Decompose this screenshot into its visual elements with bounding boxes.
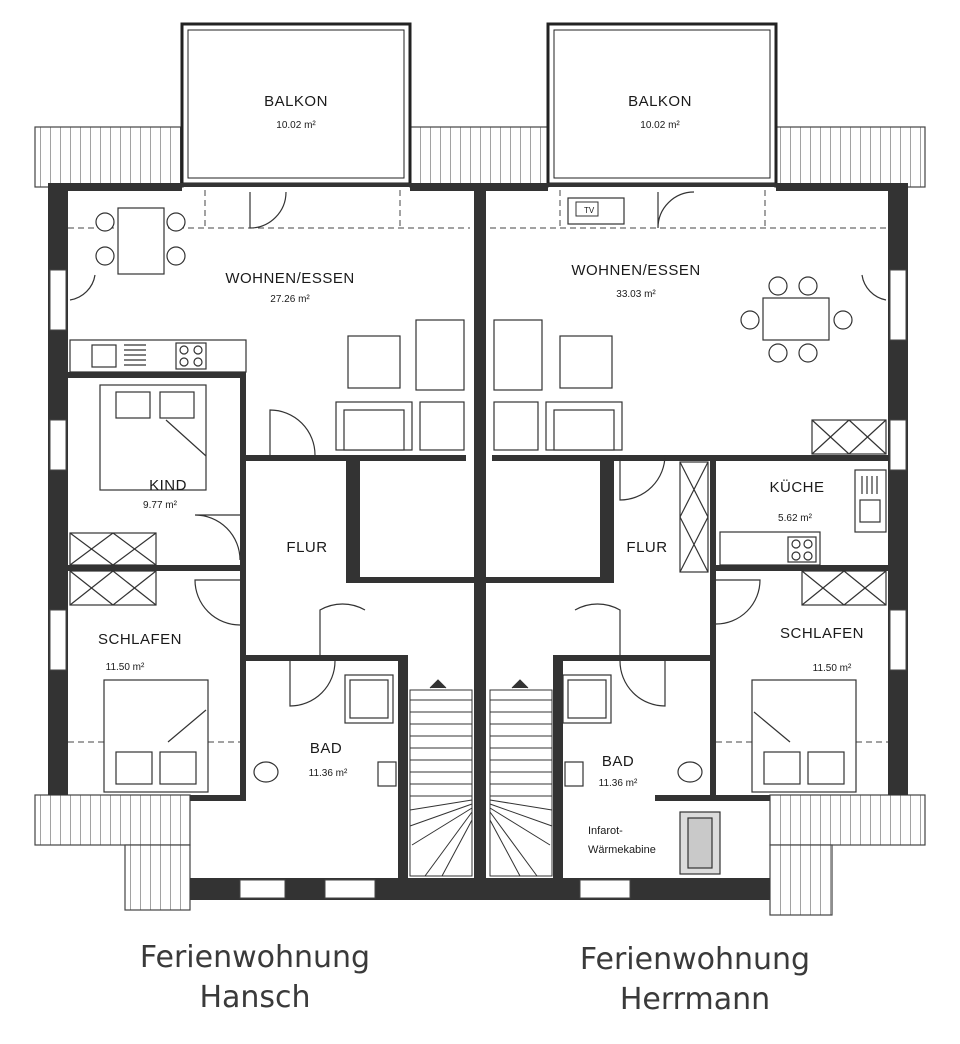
living-left-area: 27.26 m² <box>270 294 310 305</box>
windows <box>49 269 907 899</box>
balcony-right <box>546 22 778 186</box>
balcony-left-label: BALKON <box>264 93 328 110</box>
floor-plan: TV BALKON 10.02 m² WOHNEN/ESSEN 27.26 m²… <box>34 22 926 916</box>
caption-right-line2: Herrmann <box>619 982 771 1017</box>
wardrobes <box>69 461 887 606</box>
hall-left-label: FLUR <box>286 539 327 556</box>
child-room-area: 9.77 m² <box>143 500 178 511</box>
caption-right: Ferienwohnung Herrmann <box>550 940 840 1020</box>
kitchen-area: 5.62 m² <box>778 513 813 524</box>
bedroom-left-label: SCHLAFEN <box>98 631 182 648</box>
balcony-left <box>180 22 412 186</box>
bath-right-area: 11.36 m² <box>599 778 638 789</box>
hall-right-label: FLUR <box>626 539 667 556</box>
caption-right-line1: Ferienwohnung <box>579 942 811 977</box>
staircase-left <box>409 679 473 877</box>
balcony-right-label: BALKON <box>628 93 692 110</box>
infrared-cabin-label-1: Infarot- <box>588 825 623 837</box>
living-left-label: WOHNEN/ESSEN <box>225 270 354 287</box>
dining-table-right <box>740 276 853 363</box>
kitchen-counter-left <box>69 339 247 373</box>
interior-walls <box>68 372 888 880</box>
bedroom-left-area: 11.50 m² <box>106 662 145 673</box>
bedroom-right-label: SCHLAFEN <box>780 625 864 642</box>
staircase-right <box>489 679 553 877</box>
caption-left-line1: Ferienwohnung <box>139 940 371 975</box>
doors <box>69 191 887 707</box>
bath-right-label: BAD <box>602 753 634 770</box>
caption-left-line2: Hansch <box>199 980 311 1015</box>
kitchen-label: KÜCHE <box>769 478 824 496</box>
child-room-label: KIND <box>149 477 187 494</box>
bedroom-right-area: 11.50 m² <box>813 663 852 674</box>
living-right-label: WOHNEN/ESSEN <box>571 262 700 279</box>
tv-unit: TV <box>567 197 625 225</box>
beds <box>99 384 857 793</box>
kitchen-right <box>719 419 887 566</box>
caption-left: Ferienwohnung Hansch <box>110 938 400 1018</box>
bath-fixtures <box>253 674 721 875</box>
dining-table-left <box>95 207 186 275</box>
bath-left-area: 11.36 m² <box>309 768 348 779</box>
seating-right <box>493 319 623 451</box>
bath-left-label: BAD <box>310 740 342 757</box>
balcony-right-area: 10.02 m² <box>640 120 680 131</box>
living-right-area: 33.03 m² <box>616 289 656 300</box>
infrared-cabin-label-2: Wärmekabine <box>588 844 656 856</box>
tv-label: TV <box>584 206 595 215</box>
roof-eaves <box>34 126 926 916</box>
seating-left <box>335 319 465 451</box>
balcony-left-area: 10.02 m² <box>276 120 316 131</box>
